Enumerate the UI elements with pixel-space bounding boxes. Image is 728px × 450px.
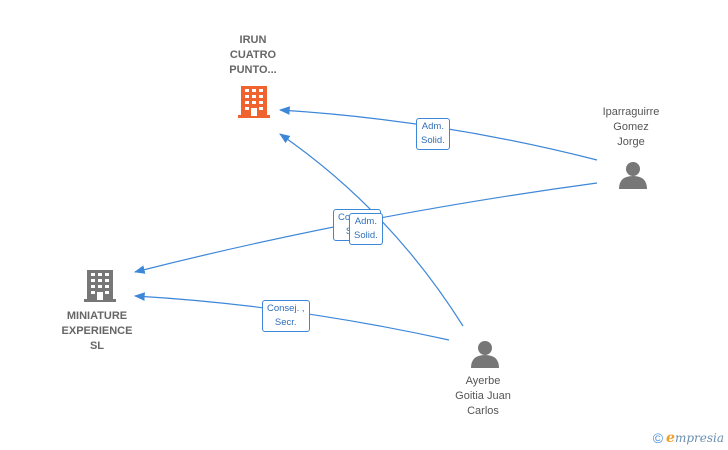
company-name-miniature[interactable]: MINIATURE EXPERIENCE SL [61,310,133,352]
building-icon[interactable] [238,86,270,118]
empresia-watermark: © empresia [653,430,724,446]
role-label-ayerbe-irun[interactable]: Adm. Solid. [349,213,383,245]
person-icon[interactable] [471,341,499,368]
person-name-iparraguirre[interactable]: Iparraguirre Gomez Jorge [602,106,660,148]
building-icon[interactable] [84,270,116,302]
person-name-ayerbe[interactable]: Ayerbe Goitia Juan Carlos [455,375,511,417]
copyright-symbol: © [652,430,664,446]
empresia-logo[interactable]: empresia [666,430,724,446]
role-label-iparraguirre-irun[interactable]: Adm. Solid. [416,118,450,150]
company-name-irun[interactable]: IRUN CUATRO PUNTO... [229,34,277,76]
role-label-ayerbe-miniature[interactable]: Consej. , Secr. [262,300,310,332]
person-icon[interactable] [619,162,647,189]
